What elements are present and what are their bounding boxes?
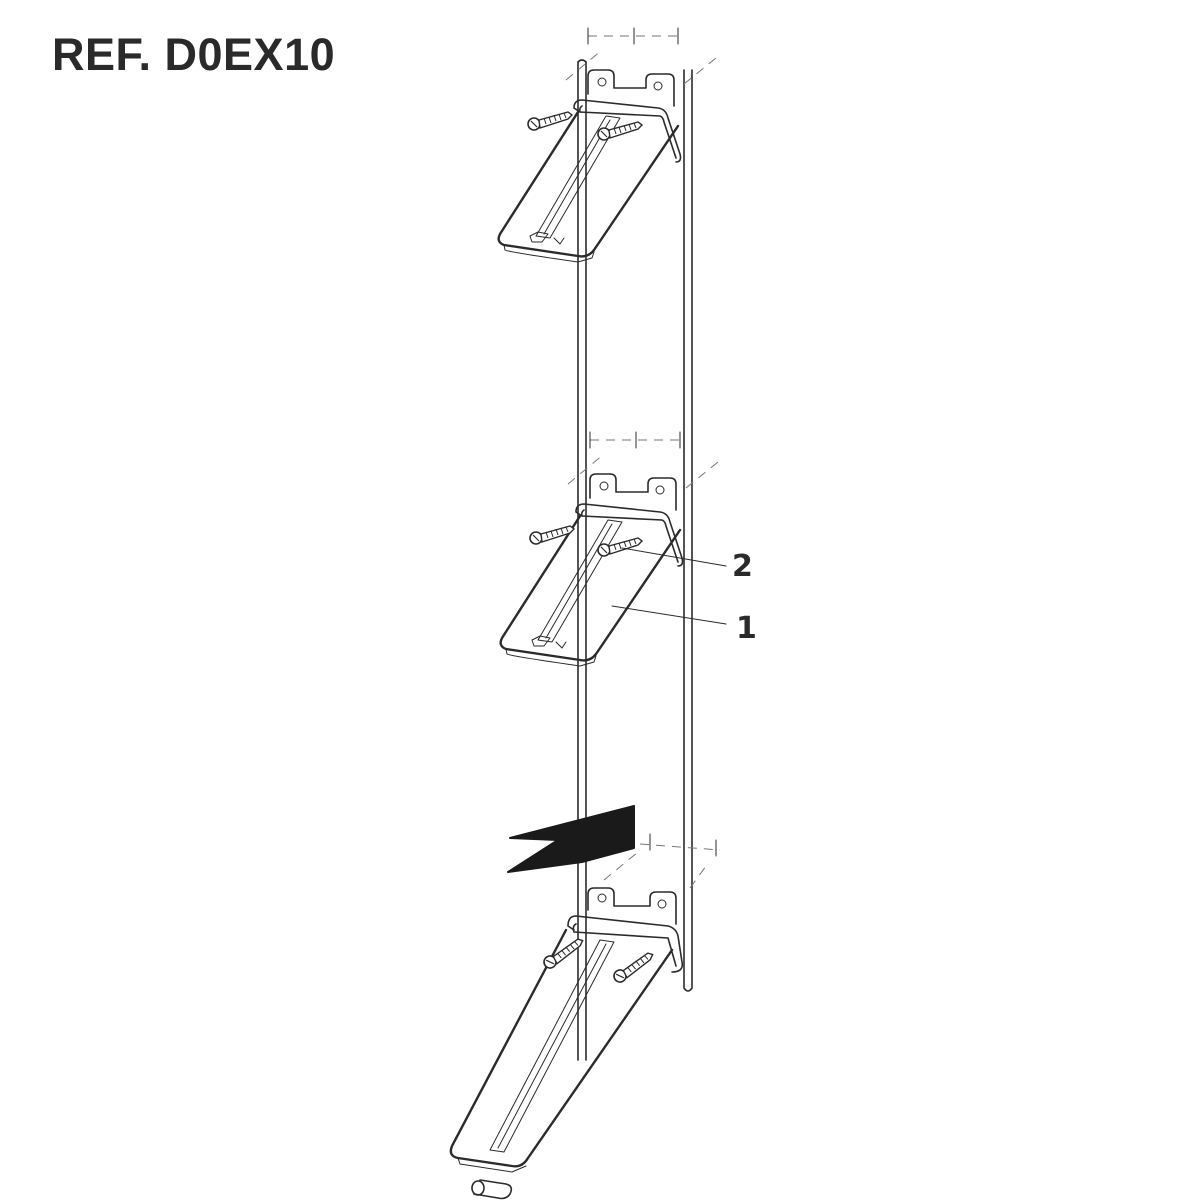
direction-arrow-icon [507, 805, 635, 873]
callout-2-leader [621, 547, 727, 567]
callout-2-label: 2 [732, 549, 753, 584]
screw-icon [527, 111, 573, 131]
screw-icon [539, 936, 589, 971]
holder-bottom [449, 887, 684, 1200]
alignment-marks-bottom [603, 833, 721, 889]
callout-1-leader [611, 605, 727, 625]
reference-title: REF. D0EX10 [52, 29, 336, 80]
right-rail [683, 69, 693, 992]
screw-icon [597, 121, 643, 141]
callout-1-label: 1 [736, 611, 757, 646]
screw-icon [597, 537, 643, 557]
